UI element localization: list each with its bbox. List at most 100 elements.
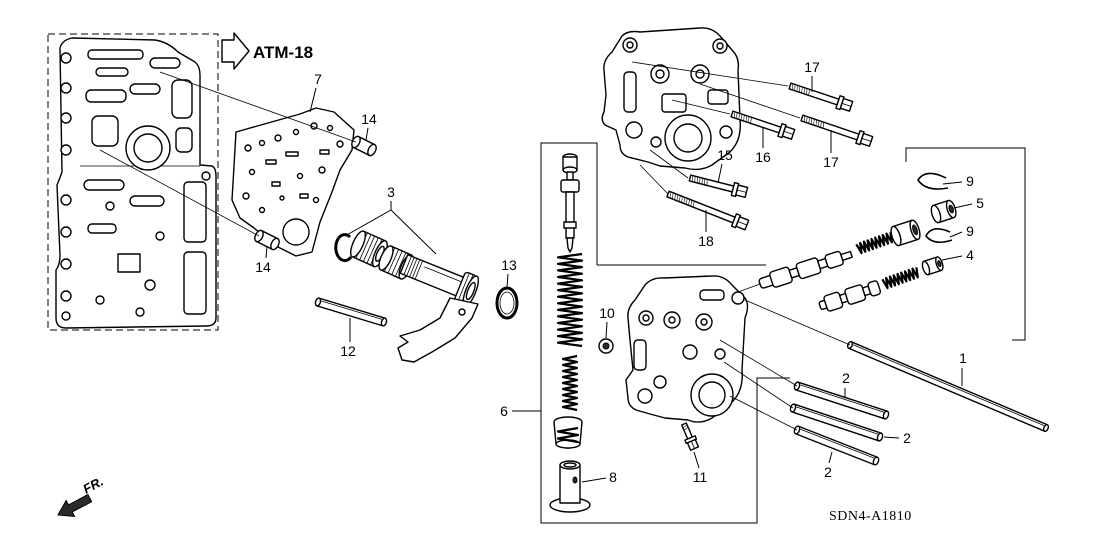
bolt-medium-detail (783, 130, 794, 135)
valve-cap-5-detail (930, 204, 942, 224)
stator-shaft-detail (414, 260, 423, 280)
stator-shaft-assembly (334, 230, 480, 363)
valve-sleeve (890, 219, 921, 247)
bolt-long-lower-detail (815, 119, 817, 126)
separator-plate-holes-detail (318, 166, 326, 174)
rod-lower-detail (872, 456, 880, 466)
bolt-short-detail (699, 177, 701, 184)
bolt-long-upper-detail (798, 86, 801, 93)
leader-lines-detail (953, 203, 973, 209)
oil-passages-detail (175, 127, 193, 153)
needle-bearing-detail (350, 230, 366, 258)
separator-plate-holes-detail (244, 144, 252, 152)
diagram-code: SDN4-A1810 (829, 509, 912, 524)
rod-upper-detail (800, 384, 884, 413)
spring-seat-coil-detail (556, 426, 580, 444)
bolt-lower-body-detail (691, 441, 695, 449)
leader-lines-detail (949, 231, 963, 238)
bolt-extra-long-detail (674, 193, 676, 200)
bolt-long-upper-detail (801, 86, 803, 94)
valve-stem-step (563, 221, 577, 229)
reference-label[interactable]: ATM-18 (253, 43, 313, 62)
valve-cap-4-detail (937, 260, 942, 268)
needle-bearing-detail (378, 245, 394, 271)
reference-arrow-icon[interactable] (221, 32, 250, 70)
separator-plate-holes-detail (326, 124, 334, 132)
separator-plate-holes-detail (265, 159, 277, 165)
oil-passages-detail (183, 181, 207, 243)
valve-body-upper-detail (655, 69, 665, 79)
bolt-long-upper-detail (803, 87, 806, 94)
bracket-lines-detail (631, 61, 789, 87)
callout-label: 2 (824, 464, 832, 480)
bracket-lines (99, 61, 1026, 524)
callout-label: 4 (966, 247, 974, 263)
callout-label: 10 (599, 305, 615, 321)
bolt-medium-detail (748, 116, 750, 123)
bolt-holes-detail (61, 311, 71, 321)
rod-lower-detail (800, 428, 875, 459)
separator-plate-holes-detail (285, 151, 299, 157)
front-arrow-icon (57, 493, 93, 517)
valve-body-lower-detail (731, 291, 745, 305)
oil-passages-detail (129, 195, 165, 207)
separator-plate-large-hole (282, 218, 310, 246)
check-ball (598, 338, 614, 354)
bolt-holes (60, 52, 211, 321)
stator-pin-detail (380, 317, 388, 327)
stator-pin-detail (321, 300, 382, 320)
check-ball-detail (602, 342, 610, 350)
stator-shaft-detail (411, 259, 421, 279)
separator-plate-holes-detail (296, 172, 304, 180)
bolt-long-lower-detail (806, 116, 808, 123)
oil-passages-detail (91, 115, 119, 147)
oil-passages-detail (135, 307, 145, 317)
leader-lines-detail (344, 209, 437, 255)
bolt-long-upper-detail (794, 84, 796, 91)
bolt-short-detail (704, 178, 706, 185)
oil-passages-detail (144, 279, 156, 291)
callout-label: 15 (717, 147, 733, 163)
callout-label: 13 (501, 257, 517, 273)
bolt-medium-detail (733, 111, 736, 118)
needle-bearing-detail (366, 237, 379, 264)
bolt-short-detail (696, 176, 698, 183)
piston-detail (559, 464, 581, 504)
front-label: FR. (80, 474, 106, 497)
o-ring-detail (495, 286, 519, 320)
bolt-extra-long-detail (669, 191, 672, 199)
separator-plate-holes-detail (319, 149, 330, 155)
retaining-clip-lower (925, 228, 953, 244)
spring-small (561, 354, 579, 412)
bolt-long-upper-detail (806, 88, 808, 95)
spring-large-detail (556, 252, 584, 348)
valve-cap-5 (930, 199, 957, 224)
reference-arrow[interactable]: ATM-18 (221, 32, 313, 70)
bolt-holes-detail (60, 52, 72, 64)
oil-passages-detail (87, 223, 117, 234)
oil-passages-detail (105, 201, 115, 211)
bolt-extra-long-detail (737, 221, 747, 226)
front-direction: FR. (57, 474, 106, 517)
callout-label: 17 (823, 154, 839, 170)
valve-body-upper-detail (625, 121, 643, 139)
bolt-holes-detail (201, 171, 211, 181)
bolt-holes-detail (60, 290, 72, 302)
valve-body-upper-detail (650, 136, 662, 148)
bolt-short-detail (701, 178, 703, 185)
callout-label: 14 (361, 111, 377, 127)
callout-label: 16 (755, 149, 771, 165)
valve-body-lower-detail (637, 388, 653, 404)
leader-lines-detail (941, 255, 963, 261)
callout-label: 17 (804, 59, 820, 75)
bolt-extra-long-detail (692, 201, 695, 208)
bolt-extra-long-detail (678, 195, 681, 202)
stator-shaft-detail (403, 256, 412, 275)
valve-body-lower-detail (714, 348, 726, 360)
bolt-long-lower-detail (803, 115, 806, 122)
bolt-long-upper-detail (788, 82, 840, 106)
spool-valve-upper (758, 250, 853, 289)
bolt-holes-detail (60, 112, 72, 124)
needle-bearing (350, 230, 388, 268)
leader-lines-detail (717, 163, 723, 184)
